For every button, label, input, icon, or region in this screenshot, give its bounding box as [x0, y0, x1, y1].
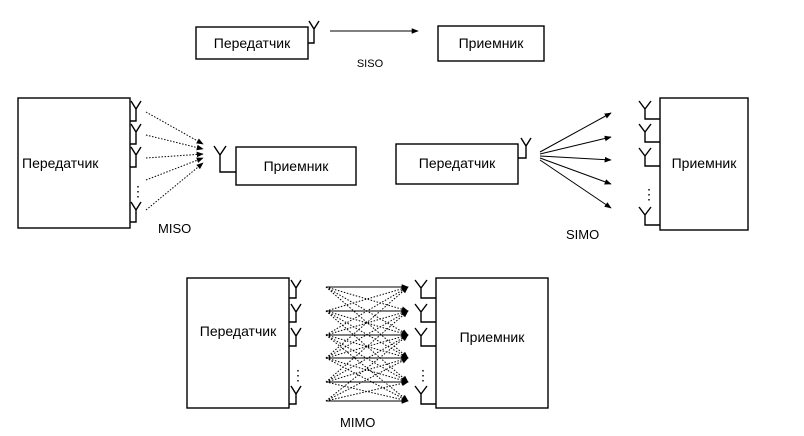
simo-transmitter-box	[395, 143, 519, 185]
simo-rx-antenna-2-icon	[638, 123, 660, 143]
mimo-arrow-16	[325, 286, 409, 359]
mimo-tx-antenna-3-icon	[289, 327, 302, 347]
siso-transmitter-label: Передатчик	[214, 35, 291, 51]
mimo-rx-antenna-1-icon	[414, 279, 436, 299]
simo-arrow-2	[539, 135, 612, 155]
simo-arrow-1	[539, 112, 612, 153]
siso-receiver-box	[437, 25, 545, 62]
simo-arrow-3	[539, 155, 612, 163]
miso-transmitter-label: Передатчик	[22, 155, 99, 171]
miso-arrow-2	[145, 134, 204, 151]
simo-receiver-label: Приемник	[672, 155, 738, 171]
simo-more-antennas-dots: ⋮	[642, 186, 656, 202]
miso-tx-antenna-4-icon	[130, 201, 142, 223]
miso-tx-antenna-3-icon	[130, 146, 142, 168]
siso-receiver-label: Приемник	[459, 35, 525, 51]
mimo-arrow-15	[325, 334, 409, 402]
mimo-arrow-17	[325, 310, 409, 359]
mimo-rx-antenna-2-icon	[414, 303, 436, 323]
simo-rx-antenna-1-icon	[638, 100, 660, 120]
siso-tx-antenna-icon	[308, 20, 320, 44]
miso-diagram: Передатчик ⋮ Приемник MISO	[17, 97, 357, 236]
mimo-receiver-box	[435, 277, 549, 409]
miso-rx-antenna-icon	[213, 145, 236, 173]
mimo-tx-antenna-2-icon	[289, 303, 302, 323]
simo-diagram: Передатчик ⋮ Приемник SIMO	[395, 97, 749, 242]
simo-rx-antenna-4-icon	[638, 206, 660, 226]
miso-tx-antenna-1-icon	[130, 100, 142, 122]
simo-caption: SIMO	[566, 227, 599, 242]
mimo-tx-antenna-1-icon	[289, 279, 302, 299]
mimo-arrow-23	[325, 334, 409, 383]
mimo-diagram: Передатчик ⋮ ⋮ Приемник MIMO	[186, 277, 549, 430]
simo-rx-antenna-3-icon	[638, 147, 660, 167]
mimo-arrow-10	[325, 286, 409, 336]
siso-diagram: Передатчик Приемник SISO	[195, 20, 545, 70]
mimo-arrow-mesh	[325, 284, 409, 404]
simo-transmitter-label: Передатчик	[419, 155, 496, 171]
mimo-tx-more-antennas-dots: ⋮	[291, 367, 305, 383]
miso-arrow-4	[145, 157, 204, 181]
miso-caption: MISO	[158, 221, 191, 236]
mimo-arrow-22	[325, 310, 409, 383]
miso-arrow-3	[145, 151, 204, 159]
mimo-tx-antenna-4-icon	[289, 385, 302, 405]
simo-arrow-5	[539, 159, 612, 209]
mimo-caption: MIMO	[340, 415, 375, 430]
simo-tx-antenna-icon	[518, 137, 532, 159]
siso-transmitter-box	[195, 26, 309, 60]
mimo-rx-antenna-4-icon	[414, 385, 436, 405]
miso-tx-antenna-2-icon	[130, 123, 142, 145]
miso-arrow-5	[145, 162, 204, 211]
miso-receiver-box	[235, 146, 357, 186]
miso-receiver-label: Приемник	[264, 158, 330, 174]
mimo-receiver-label: Приемник	[460, 329, 526, 345]
siso-caption: SISO	[357, 58, 384, 70]
mimo-transmitter-label: Передатчик	[200, 323, 277, 339]
miso-more-antennas-dots: ⋮	[131, 183, 145, 199]
miso-arrow-1	[145, 111, 204, 145]
simo-receiver-box	[659, 97, 749, 231]
mimo-rx-antenna-3-icon	[414, 327, 436, 347]
mimo-arrow-9	[325, 310, 409, 383]
mimo-arrow-27	[325, 334, 409, 402]
miso-transmitter-box	[17, 97, 131, 229]
simo-arrow-4	[539, 157, 612, 185]
mimo-rx-more-antennas-dots: ⋮	[416, 367, 430, 383]
mimo-transmitter-box	[186, 277, 290, 409]
